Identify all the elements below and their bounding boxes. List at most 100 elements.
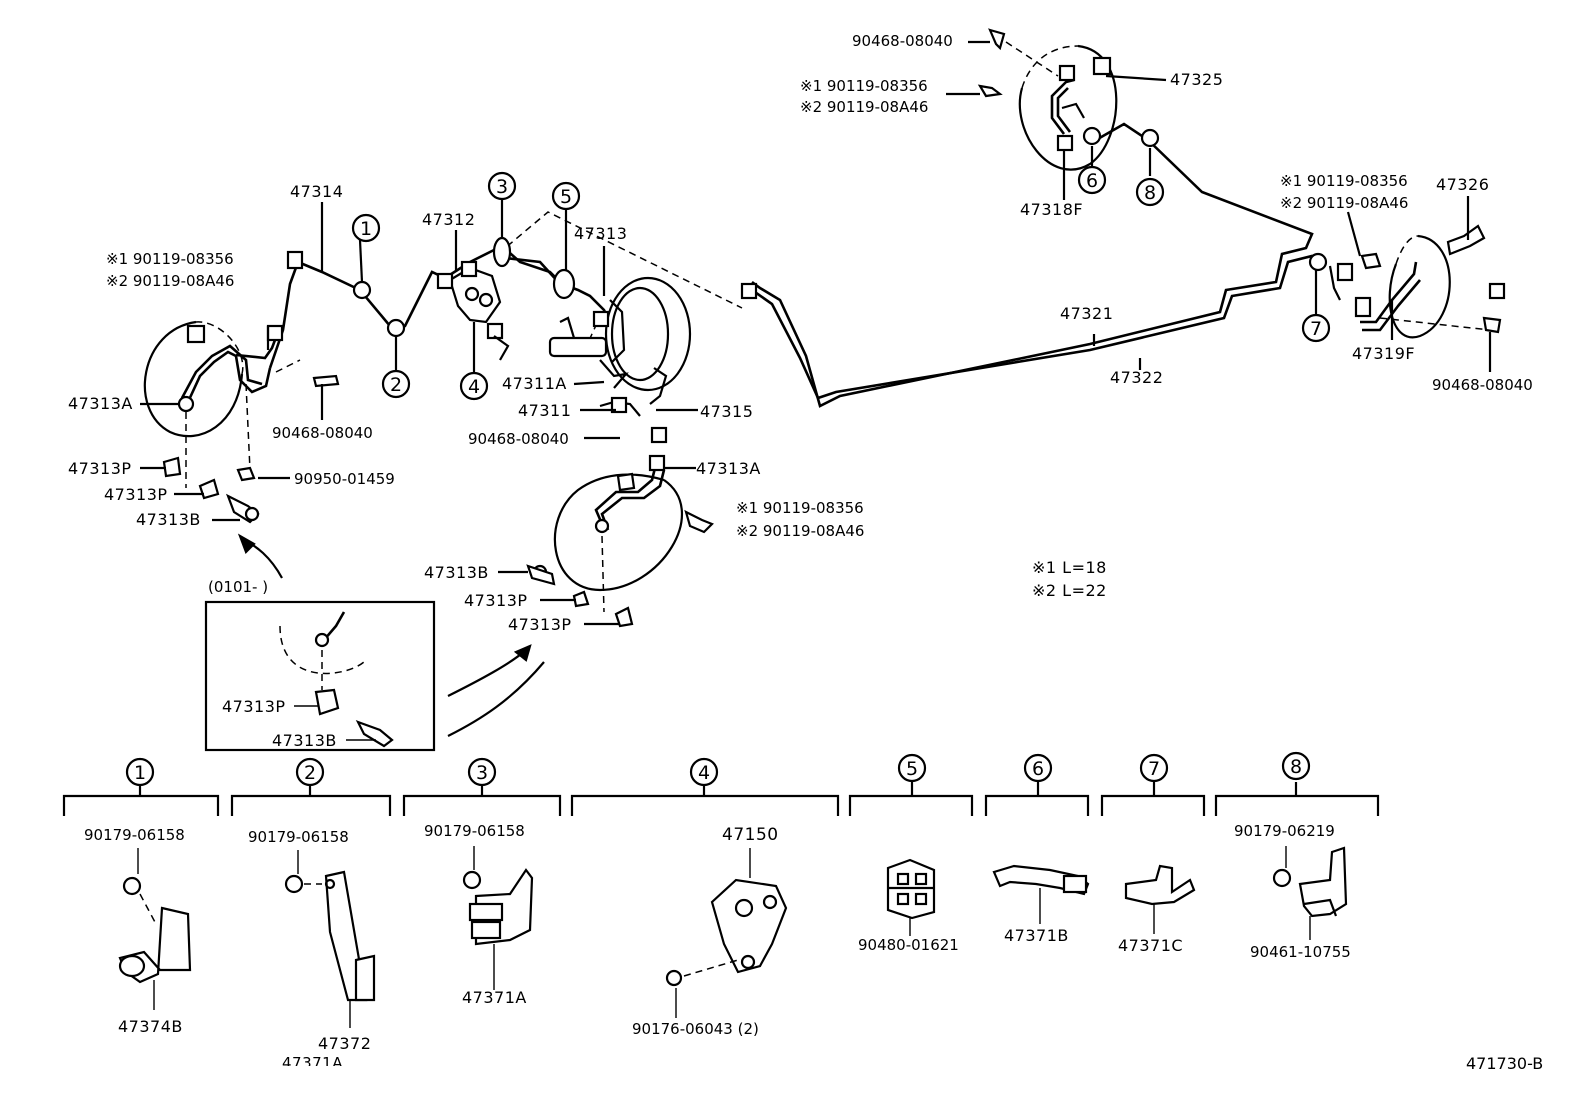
label-47318F: 47318F	[1020, 200, 1084, 219]
detail-callout-7: 7	[1139, 753, 1169, 783]
label-47325: 47325	[1170, 70, 1224, 89]
label-d1-bolt: 90179-06158	[84, 826, 185, 844]
detail-3-bracket	[462, 846, 534, 990]
inset-detail-box	[204, 533, 545, 752]
left-front-wheel-hose	[143, 320, 340, 524]
detail-callout-3: 3	[467, 757, 497, 787]
svg-text:6: 6	[1086, 170, 1098, 192]
svg-text:2: 2	[304, 762, 316, 784]
label-47313P-center-2: 47313P	[508, 615, 572, 634]
detail-5-clip	[886, 858, 936, 936]
svg-text:3: 3	[476, 762, 488, 784]
svg-text:8: 8	[1144, 182, 1156, 204]
label-d5-part: 90480-01621	[858, 936, 959, 954]
detail-4-valve	[665, 848, 788, 1018]
svg-text:2: 2	[390, 374, 402, 396]
brake-tube-47321-47322	[751, 122, 1319, 408]
label-47313P-center-1: 47313P	[464, 591, 528, 610]
svg-text:4: 4	[698, 762, 710, 784]
callout-1: 1	[351, 213, 381, 243]
svg-text:7: 7	[1310, 318, 1322, 340]
clip-3-marker	[492, 236, 512, 268]
label-47322: 47322	[1110, 368, 1164, 387]
svg-text:7: 7	[1148, 758, 1160, 780]
callout-7: 7	[1301, 313, 1331, 343]
detail-callout-4: 4	[689, 757, 719, 787]
legend-note-1: ※1 L=18	[1032, 558, 1107, 577]
svg-text:6: 6	[1032, 758, 1044, 780]
callout-5: 5	[551, 181, 581, 211]
label-47312: 47312	[422, 210, 476, 229]
detail-8-bracket	[1272, 846, 1348, 940]
label-47313B-inset: 47313B	[272, 731, 337, 750]
detail-callout-1: 1	[125, 757, 155, 787]
label-47313A-left: 47313A	[68, 394, 133, 413]
detail-callout-2: 2	[295, 757, 325, 787]
label-d7-part: 47371C	[1118, 936, 1184, 955]
label-note2-top: ※2 90119-08A46	[800, 98, 929, 116]
label-note1-right: ※1 90119-08356	[1280, 172, 1408, 190]
label-90468-center: 90468-08040	[468, 430, 569, 448]
label-d2-cut: 47371A	[282, 1056, 343, 1066]
label-47313P-inset: 47313P	[222, 697, 286, 716]
label-note1-top: ※1 90119-08356	[800, 77, 928, 95]
brake-booster	[548, 276, 692, 417]
label-47313: 47313	[574, 224, 628, 243]
svg-text:8: 8	[1290, 756, 1302, 778]
svg-text:3: 3	[496, 176, 508, 198]
rear-right-hose	[1308, 224, 1506, 339]
dashed-link-upper	[497, 211, 743, 309]
label-90468-right: 90468-08040	[1432, 376, 1533, 394]
svg-text:4: 4	[468, 376, 480, 398]
label-90468-left: 90468-08040	[272, 424, 373, 442]
label-47313A-center: 47313A	[696, 459, 761, 478]
leader-lines	[140, 40, 1492, 626]
label-47313P-left-2: 47313P	[104, 485, 168, 504]
callout-6: 6	[1077, 165, 1107, 195]
label-47321: 47321	[1060, 304, 1114, 323]
detail-6-bracket	[992, 864, 1090, 924]
detail-callout-5: 5	[897, 753, 927, 783]
label-d8-bolt: 90179-06219	[1234, 822, 1335, 840]
label-note1-center: ※1 90119-08356	[736, 499, 864, 517]
figure-id: 471730-B	[1466, 1056, 1544, 1070]
label-d3-bolt: 90179-06158	[424, 822, 525, 840]
legend-note-2: ※2 L=22	[1032, 581, 1107, 600]
label-d2-bolt: 90179-06158	[248, 828, 349, 846]
label-d2-part: 47372	[318, 1034, 372, 1053]
label-47313B-center: 47313B	[424, 563, 489, 582]
svg-text:1: 1	[360, 218, 372, 240]
callout-8: 8	[1135, 177, 1165, 207]
label-note1-left: ※1 90119-08356	[106, 250, 234, 268]
label-d3-part: 47371A	[462, 988, 527, 1007]
label-47313P-left-1: 47313P	[68, 459, 132, 478]
rear-left-hose	[977, 28, 1160, 171]
label-47314: 47314	[290, 182, 344, 201]
label-47311: 47311	[518, 401, 572, 420]
svg-text:5: 5	[560, 186, 572, 208]
right-front-wheel-hose	[526, 454, 714, 628]
detail-callout-8: 8	[1281, 751, 1311, 781]
detail-1-clamp	[118, 848, 192, 1010]
label-d6-part: 47371B	[1004, 926, 1069, 945]
brake-tube-47314	[235, 260, 471, 369]
label-90468-top: 90468-08040	[852, 32, 953, 50]
callout-circles: 1 2 3 4 5 6 7 8 1 2 3 4 5 6 7 8	[125, 165, 1331, 787]
callout-2: 2	[381, 369, 411, 399]
label-d8-part: 90461-10755	[1250, 943, 1351, 961]
label-47319F: 47319F	[1352, 344, 1416, 363]
label-d1-part: 47374B	[118, 1017, 183, 1036]
label-note2-center: ※2 90119-08A46	[736, 522, 865, 540]
svg-text:5: 5	[906, 758, 918, 780]
label-47315: 47315	[700, 402, 754, 421]
detail-brackets	[62, 782, 1380, 816]
callout-3: 3	[487, 171, 517, 201]
label-inset-date: (0101- )	[208, 578, 269, 596]
label-d4-bolt: 90176-06043 (2)	[632, 1020, 759, 1038]
detail-callout-6: 6	[1023, 753, 1053, 783]
label-d4-part: 47150	[722, 825, 779, 845]
label-47313B-left: 47313B	[136, 510, 201, 529]
label-90950: 90950-01459	[294, 470, 395, 488]
